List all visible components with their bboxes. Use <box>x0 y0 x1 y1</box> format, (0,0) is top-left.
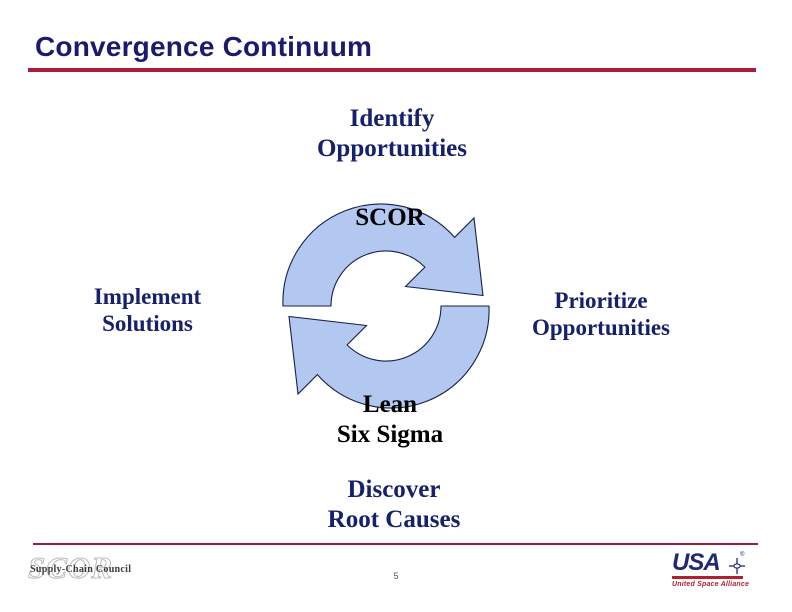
cycle-inner-label-scor: SCOR <box>355 204 425 231</box>
page-number: 5 <box>393 571 399 581</box>
united-space-alliance-text: United Space Alliance <box>672 581 750 588</box>
page-title: Convergence Continuum <box>35 31 373 62</box>
usa-logo-accent-bar <box>672 576 743 579</box>
convergence-cycle-diagram <box>268 188 504 424</box>
scor-wordmark: SCOR <box>28 550 113 586</box>
counterclockwise-arrow-bottom <box>288 305 490 409</box>
clockwise-arrow-top <box>282 203 484 307</box>
usa-united-space-alliance-logo: USA ® United Space Alliance <box>672 551 768 591</box>
supply-chain-council-text: Supply-Chain Council <box>30 564 132 575</box>
scor-supply-chain-council-logo: SCOR Supply-Chain Council <box>28 550 178 588</box>
cycle-inner-label-lean-six-sigma: Lean Six Sigma <box>336 391 444 448</box>
cycle-label-implement-solutions: Implement Solutions <box>93 284 202 337</box>
usa-wordmark: USA <box>672 549 721 576</box>
cycle-arrows-svg <box>282 203 490 409</box>
title-divider <box>28 68 756 72</box>
footer-divider <box>33 543 758 545</box>
cycle-label-identify-opportunities: Identify Opportunities <box>316 105 468 162</box>
cycle-label-discover-root-causes: Discover Root Causes <box>327 476 461 533</box>
cycle-label-prioritize-opportunities: Prioritize Opportunities <box>531 288 671 341</box>
registered-trademark-icon: ® <box>740 552 745 558</box>
spacecraft-icon <box>729 558 745 574</box>
